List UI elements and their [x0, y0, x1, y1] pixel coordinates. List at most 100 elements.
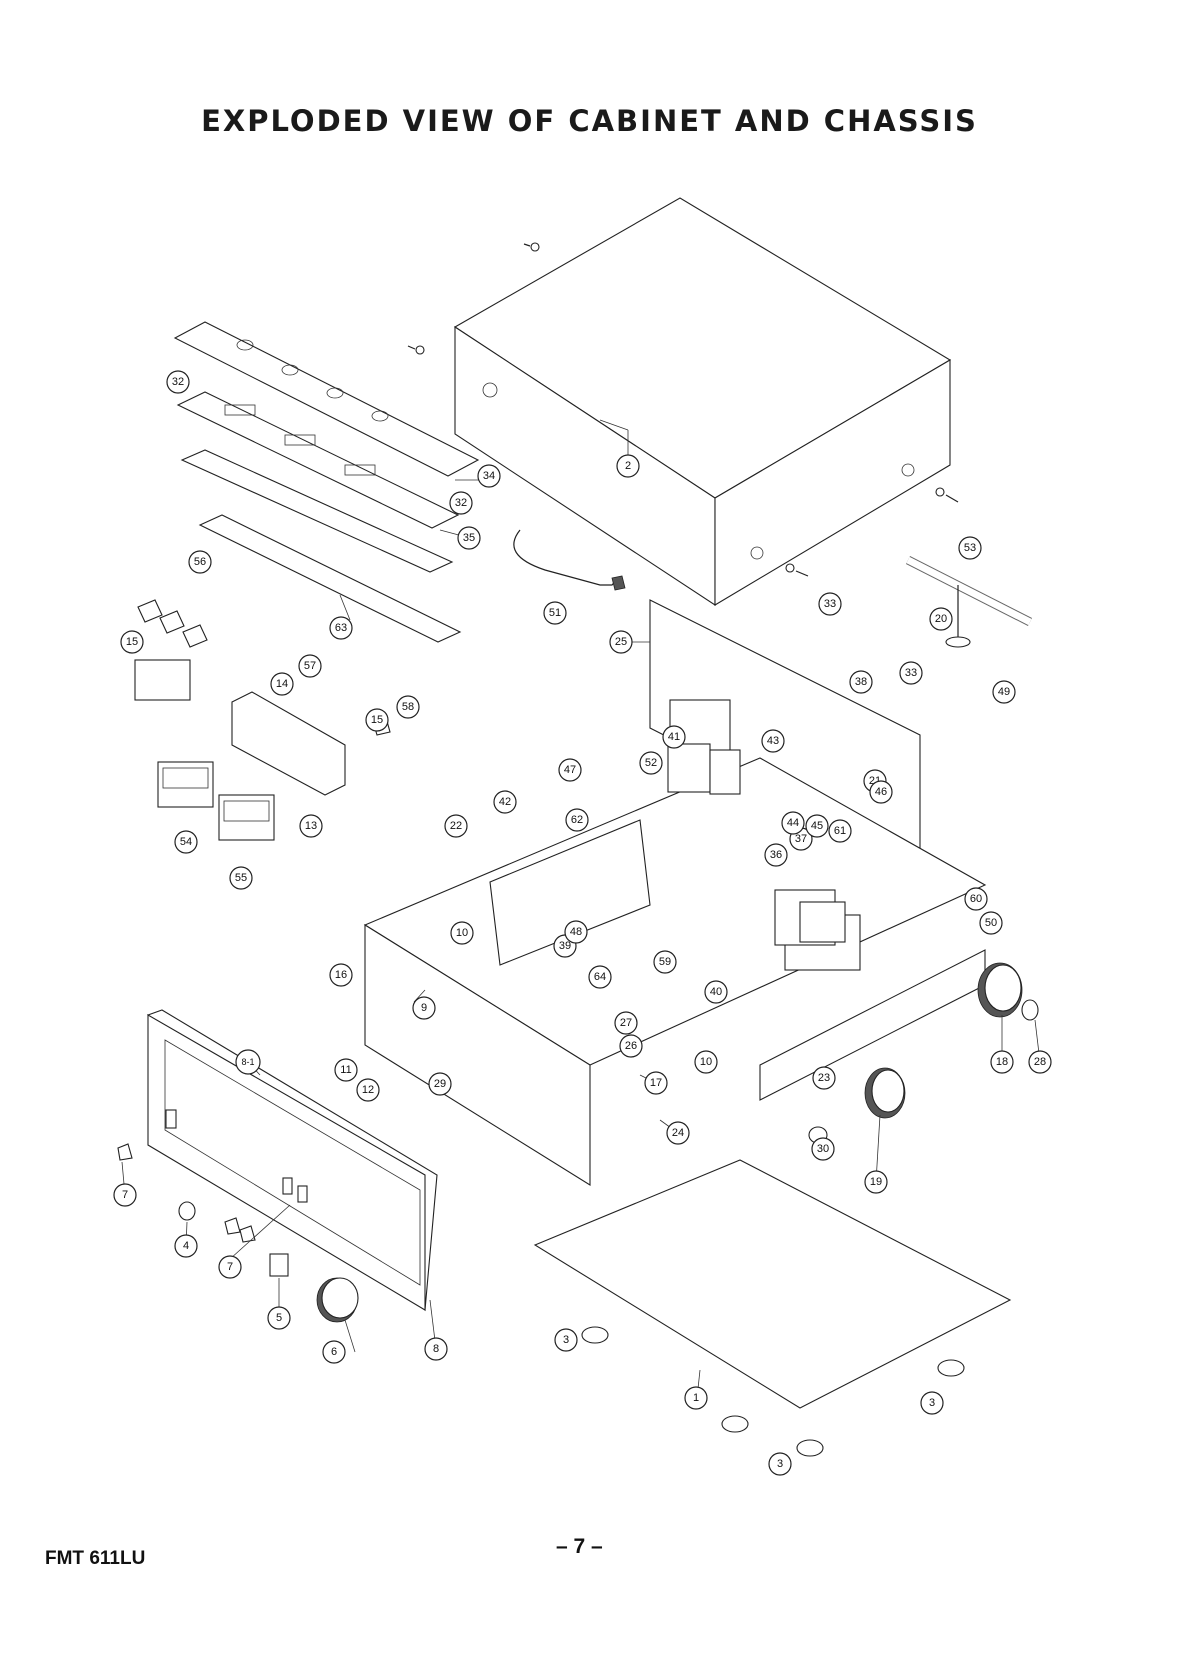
callout: 45 [806, 815, 828, 837]
svg-text:12: 12 [362, 1084, 374, 1096]
model-code: FMT 611LU [45, 1548, 145, 1570]
svg-text:55: 55 [235, 872, 247, 884]
svg-text:20: 20 [935, 613, 947, 625]
svg-text:23: 23 [818, 1072, 830, 1084]
callout: 3 [769, 1453, 791, 1475]
tuning-capacitor [775, 890, 845, 945]
callout: 56 [189, 551, 211, 573]
callout: 7 [114, 1184, 136, 1206]
svg-text:3: 3 [929, 1397, 935, 1409]
svg-text:32: 32 [455, 497, 467, 509]
callout: 42 [494, 791, 516, 813]
svg-text:17: 17 [650, 1077, 662, 1089]
callout: 13 [300, 815, 322, 837]
callout: 1 [685, 1387, 707, 1409]
svg-text:48: 48 [570, 926, 582, 938]
svg-text:39: 39 [559, 940, 571, 952]
svg-text:28: 28 [1034, 1056, 1046, 1068]
callout: 3 [555, 1329, 577, 1351]
callout: 18 [991, 1051, 1013, 1073]
callout: 54 [175, 831, 197, 853]
callout: 3 [921, 1392, 943, 1414]
callout: 14 [271, 673, 293, 695]
svg-text:10: 10 [700, 1056, 712, 1068]
callout: 15 [366, 709, 388, 731]
svg-text:19: 19 [870, 1176, 882, 1188]
svg-text:57: 57 [304, 660, 316, 672]
callout: 19 [865, 1171, 887, 1193]
svg-text:64: 64 [594, 971, 606, 983]
svg-text:9: 9 [421, 1002, 427, 1014]
callout: 7 [219, 1256, 241, 1278]
callout: 35 [458, 527, 480, 549]
callout: 29 [429, 1073, 451, 1095]
power-transformer [668, 744, 740, 794]
svg-text:6: 6 [331, 1346, 337, 1358]
callout: 32 [167, 371, 189, 393]
callout: 9 [413, 997, 435, 1019]
svg-text:50: 50 [985, 917, 997, 929]
callout: 5 [268, 1307, 290, 1329]
svg-text:60: 60 [970, 893, 982, 905]
callout: 8 [425, 1338, 447, 1360]
svg-text:51: 51 [549, 607, 561, 619]
power-cord [514, 530, 618, 585]
callout: 46 [870, 781, 892, 803]
callout: 12 [357, 1079, 379, 1101]
svg-text:52: 52 [645, 757, 657, 769]
callout: 4 [175, 1235, 197, 1257]
callout: 47 [559, 759, 581, 781]
callout: 23 [813, 1067, 835, 1089]
svg-text:40: 40 [710, 986, 722, 998]
svg-text:8: 8 [433, 1343, 439, 1355]
level-meters [158, 762, 274, 840]
callout: 44 [782, 812, 804, 834]
svg-text:15: 15 [371, 714, 383, 726]
callout: 40 [705, 981, 727, 1003]
svg-text:18: 18 [996, 1056, 1008, 1068]
callout: 50 [980, 912, 1002, 934]
callout: 33 [819, 593, 841, 615]
svg-text:43: 43 [767, 735, 779, 747]
callout: 32 [450, 492, 472, 514]
svg-text:24: 24 [672, 1127, 684, 1139]
svg-text:11: 11 [340, 1064, 351, 1076]
callout: 57 [299, 655, 321, 677]
cabinet-cover [455, 198, 950, 605]
svg-text:7: 7 [122, 1189, 128, 1201]
svg-text:34: 34 [483, 470, 495, 482]
callout: 34 [478, 465, 500, 487]
callout: 55 [230, 867, 252, 889]
svg-text:37: 37 [795, 833, 807, 845]
svg-text:47: 47 [564, 764, 576, 776]
svg-text:63: 63 [335, 622, 347, 634]
svg-text:15: 15 [126, 636, 138, 648]
callout: 41 [663, 726, 685, 748]
callout: 8-1 [236, 1050, 260, 1074]
callout: 24 [667, 1122, 689, 1144]
svg-text:4: 4 [183, 1240, 189, 1252]
svg-text:38: 38 [855, 676, 867, 688]
callout: 61 [829, 820, 851, 842]
callout: 52 [640, 752, 662, 774]
svg-text:16: 16 [335, 969, 347, 981]
svg-text:58: 58 [402, 701, 414, 713]
svg-text:44: 44 [787, 817, 799, 829]
callout: 49 [993, 681, 1015, 703]
svg-text:33: 33 [824, 598, 836, 610]
svg-text:42: 42 [499, 796, 511, 808]
callout: 25 [610, 631, 632, 653]
svg-text:33: 33 [905, 667, 917, 679]
svg-text:41: 41 [668, 731, 680, 743]
svg-text:46: 46 [875, 786, 887, 798]
callout: 53 [959, 537, 981, 559]
svg-text:32: 32 [172, 376, 184, 388]
svg-text:7: 7 [227, 1261, 233, 1273]
svg-text:36: 36 [770, 849, 782, 861]
svg-text:26: 26 [625, 1040, 637, 1052]
svg-text:45: 45 [811, 820, 823, 832]
callout: 33 [900, 662, 922, 684]
callout: 60 [965, 888, 987, 910]
svg-text:59: 59 [659, 956, 671, 968]
